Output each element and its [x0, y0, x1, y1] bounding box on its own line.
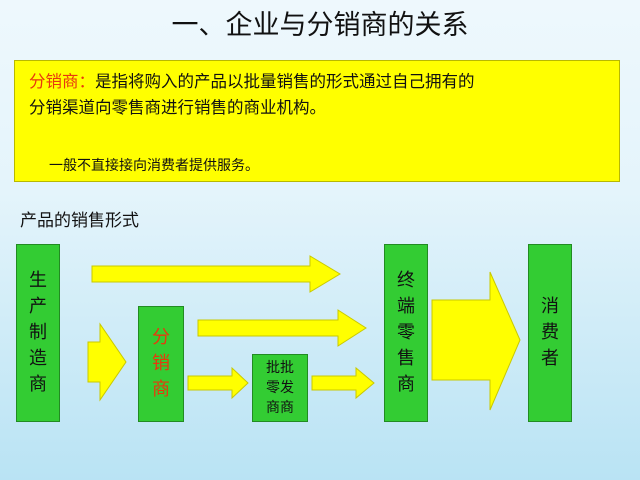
arrow-producer-to-retailer: [91, 255, 341, 293]
definition-term: 分销商：: [29, 72, 95, 91]
node-producer: 生 产 制 造 商: [16, 244, 60, 422]
arrow-distributor-to-wholesaler: [187, 366, 249, 400]
slide-title: 一、企业与分销商的关系: [171, 10, 469, 41]
node-retailer: 终 端 零 售 商: [384, 244, 428, 422]
section-label: 产品的销售形式: [20, 211, 139, 231]
arrow-distributor-to-retailer: [197, 309, 367, 347]
node-wholesaler-label: 批批 零发 商商: [266, 360, 294, 416]
node-consumer: 消 费 者: [528, 244, 572, 422]
arrow-producer-to-distributor: [87, 322, 127, 402]
definition-note: 一般不直接接向消费者提供服务。: [49, 158, 259, 174]
node-distributor-label: 分 销 商: [152, 327, 170, 400]
node-producer-label: 生 产 制 造 商: [29, 270, 47, 395]
definition-box: 分销商：是指将购入的产品以批量销售的形式通过自己拥有的 分销渠道向零售商进行销售…: [14, 60, 620, 182]
node-wholesaler: 批批 零发 商商: [252, 354, 308, 422]
definition-line-2: 分销渠道向零售商进行销售的商业机构。: [29, 98, 326, 117]
definition-line-1: 分销商：是指将购入的产品以批量销售的形式通过自己拥有的: [29, 69, 609, 95]
node-consumer-label: 消 费 者: [541, 296, 559, 369]
definition-text-1: 是指将购入的产品以批量销售的形式通过自己拥有的: [95, 72, 475, 91]
node-distributor: 分 销 商: [138, 306, 184, 422]
arrow-retailer-to-consumer: [431, 271, 521, 411]
arrow-wholesaler-to-retailer: [311, 366, 375, 400]
node-retailer-label: 终 端 零 售 商: [397, 270, 415, 395]
